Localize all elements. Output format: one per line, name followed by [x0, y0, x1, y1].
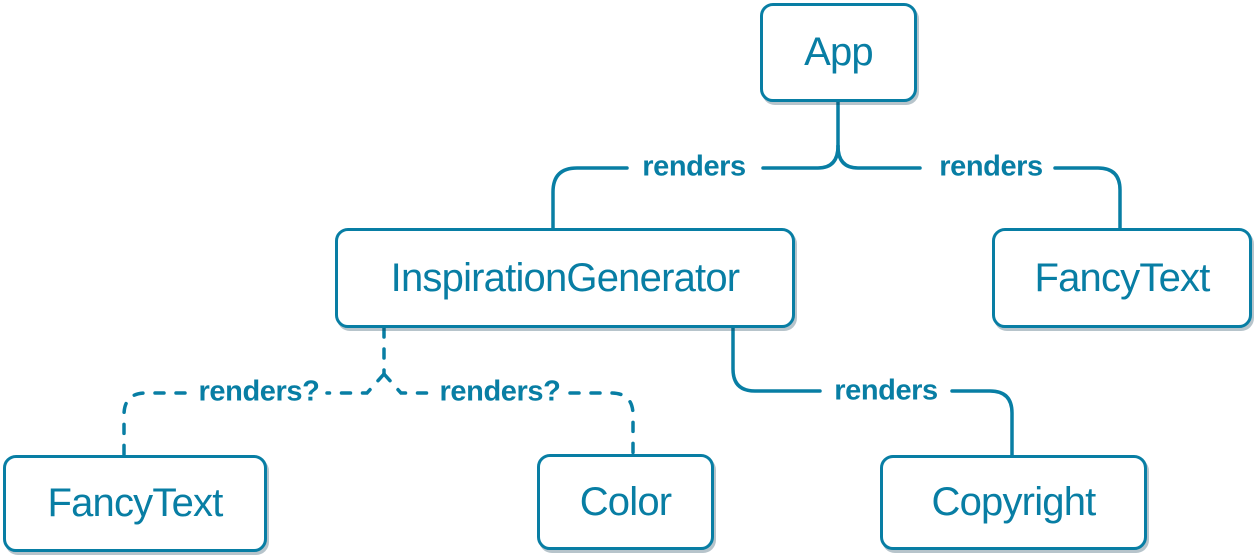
node-color: Color [537, 454, 714, 550]
edge-inspiration-generator-to-copyright-drop [950, 389, 1014, 457]
edge-inspiration-generator-to-color-dashed-drop [568, 391, 635, 456]
edge-app-to-fancy-text-drop [1053, 166, 1122, 230]
edge-label-inspiration-generator-to-copyright: renders [834, 374, 938, 407]
node-copyright: Copyright [880, 455, 1147, 550]
edge-label-inspiration-generator-to-fancy-text: renders? [198, 375, 320, 408]
edge-app-to-fancy-text-right-arm [836, 144, 922, 170]
node-app-label: App [804, 30, 874, 74]
node-copyright-label: Copyright [931, 480, 1097, 524]
edge-label-app-to-fancy-text: renders [939, 150, 1043, 183]
node-app: App [760, 3, 917, 102]
edge-inspiration-generator-to-fancy-text-dashed-arm [325, 372, 386, 395]
edge-app-to-inspiration-generator-left-arm [761, 144, 840, 170]
edge-inspiration-generator-to-copyright-arm [731, 326, 822, 393]
node-color-label: Color [579, 479, 672, 524]
node-inspiration-generator-label: InspirationGenerator [390, 255, 740, 300]
edge-label-app-to-inspiration-generator: renders [642, 150, 746, 183]
node-fancy-text-bottom: FancyText [3, 455, 267, 552]
node-inspiration-generator: InspirationGenerator [335, 228, 795, 328]
edge-app-to-inspiration-generator-drop [551, 166, 629, 230]
node-fancy-text-top-label: FancyText [1034, 255, 1210, 300]
edge-label-inspiration-generator-to-color: renders? [439, 375, 561, 408]
node-fancy-text-bottom-label: FancyText [47, 481, 223, 525]
edge-inspiration-generator-to-fancy-text-dashed-drop [122, 391, 187, 457]
edge-inspiration-generator-to-color-dashed-arm [382, 372, 434, 395]
node-fancy-text-top: FancyText [992, 228, 1252, 328]
